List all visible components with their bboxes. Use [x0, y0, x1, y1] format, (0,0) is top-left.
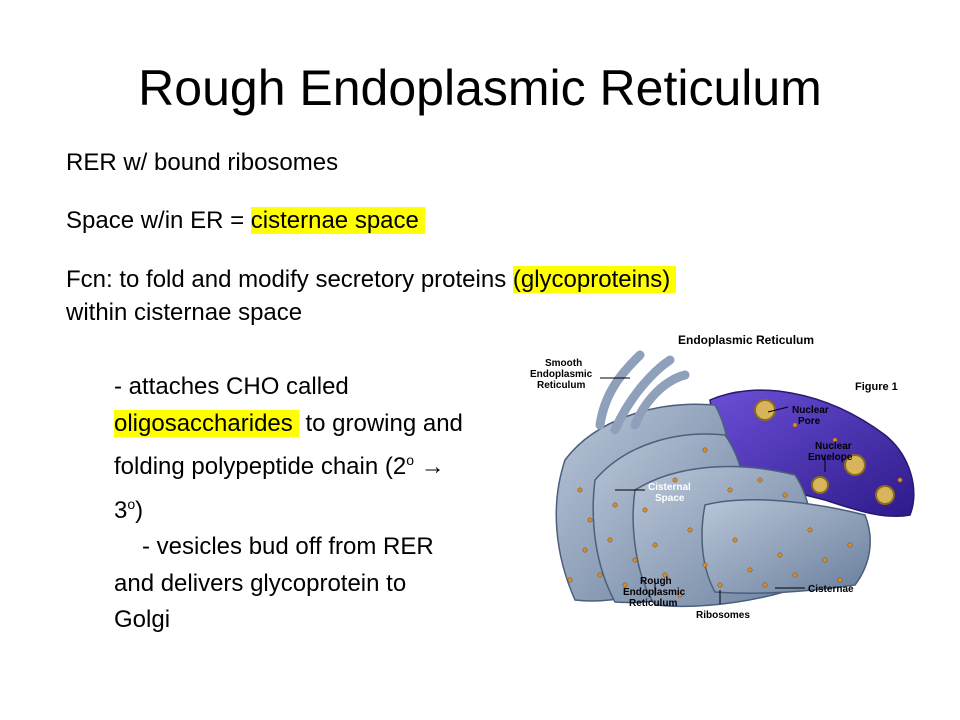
space-prefix: Space w/in ER =: [66, 207, 251, 234]
er-illustration: Endoplasmic Reticulum Figure 1 Smooth En…: [530, 333, 915, 621]
nuclear-pore-shape: [875, 485, 895, 505]
label-nuclear-pore-1: Nuclear: [792, 405, 829, 416]
er-figure: Endoplasmic Reticulum Figure 1 Smooth En…: [505, 330, 935, 630]
label-nuclear-pore-2: Pore: [798, 416, 821, 427]
ribosome-dots: [567, 422, 903, 598]
label-smooth-er-2: Endoplasmic: [530, 369, 593, 380]
arrow-icon: →: [414, 453, 445, 480]
bullet-attaches: - attaches CHO called: [114, 373, 349, 400]
nuclear-pore-shape: [754, 399, 776, 421]
leader-lines: [600, 377, 826, 604]
label-nuclear-envelope-2: Envelope: [808, 452, 853, 463]
superscript-3: o: [127, 495, 136, 512]
highlight-cisternae-space: cisternae space: [250, 207, 425, 234]
function-prefix: Fcn: to fold and modify secretory protei…: [66, 266, 513, 293]
label-nuclear-envelope-1: Nuclear: [815, 441, 852, 452]
label-cisternae: Cisternae: [808, 584, 854, 595]
superscript-2: o: [406, 452, 415, 468]
label-rough-er-1: Rough: [640, 576, 672, 587]
label-rough-er-3: Reticulum: [629, 598, 677, 609]
figure-title: Endoplasmic Reticulum: [678, 333, 814, 347]
label-rough-er-2: Endoplasmic: [623, 587, 686, 598]
nuclear-pore-shape: [811, 476, 829, 494]
label-cisternal-1: Cisternal: [648, 482, 691, 493]
smooth-er-tubule-shape: [595, 350, 690, 435]
text-line-space: Space w/in ER = cisternae space: [66, 206, 425, 236]
label-cisternal-2: Space: [655, 493, 685, 504]
figure-number-label: Figure 1: [855, 381, 898, 393]
text-line-within: within cisternae space: [66, 299, 303, 326]
bullet-growing: to growing and folding polypeptide chain…: [114, 409, 463, 481]
slide-title: Rough Endoplasmic Reticulum: [138, 60, 822, 116]
er-sheet-shape: [701, 499, 871, 594]
text-line-rer-ribosomes: RER w/ bound ribosomes: [66, 149, 339, 176]
label-ribosomes: Ribosomes: [696, 610, 750, 621]
highlight-oligosaccharides: oligosaccharides: [114, 409, 299, 437]
nuclear-pore-shape: [844, 454, 866, 476]
text-line-function: Fcn: to fold and modify secretory protei…: [66, 265, 677, 295]
sub-bullets: - attaches CHO called oligosaccharides t…: [114, 369, 464, 639]
label-smooth-er-3: Reticulum: [537, 380, 585, 391]
highlight-glycoproteins: (glycoproteins): [512, 266, 677, 293]
bullet-three: 3: [114, 496, 128, 524]
bullet-vesicles: - vesicles bud off from RER and delivers…: [114, 533, 434, 633]
label-smooth-er-1: Smooth: [545, 358, 582, 369]
bullet-close: ): [135, 496, 144, 524]
